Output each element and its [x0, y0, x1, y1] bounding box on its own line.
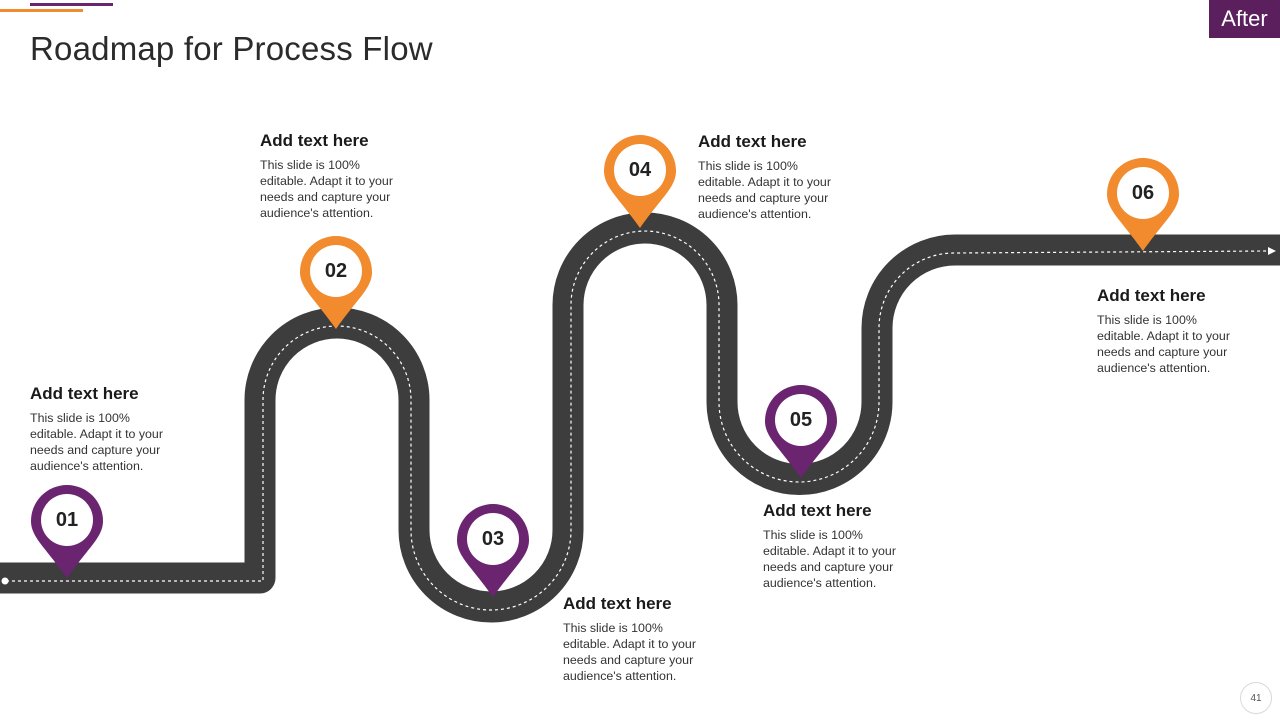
step-04-heading: Add text here	[698, 132, 807, 151]
step-02-pin: 02	[300, 236, 372, 332]
road-surface	[0, 212, 1280, 623]
step-04-number: 04	[628, 158, 652, 181]
step-03-number: 03	[481, 527, 505, 550]
step-02-text: Add text here This slide is 100% editabl…	[260, 131, 440, 221]
step-03-heading: Add text here	[563, 594, 672, 613]
map-pin-icon	[604, 135, 676, 228]
step-04-pin: 04	[604, 135, 676, 231]
step-01-body: This slide is 100% editable. Adapt it to…	[30, 411, 163, 473]
step-03-text: Add text here This slide is 100% editabl…	[563, 594, 743, 684]
step-01-heading: Add text here	[30, 384, 139, 403]
step-06-number: 06	[1131, 181, 1155, 204]
step-06-body: This slide is 100% editable. Adapt it to…	[1097, 313, 1230, 375]
step-06-pin: 06	[1107, 158, 1179, 254]
map-pin-icon	[765, 385, 837, 478]
road-start-dot	[1, 577, 9, 585]
step-06-text: Add text here This slide is 100% editabl…	[1097, 286, 1277, 376]
road-end-arrow-icon	[1268, 247, 1276, 255]
step-01-pin: 01	[31, 485, 103, 581]
step-02-number: 02	[324, 259, 348, 282]
step-05-heading: Add text here	[763, 501, 872, 520]
map-pin-icon	[31, 485, 103, 578]
step-01-text: Add text here This slide is 100% editabl…	[30, 384, 210, 474]
step-05-pin: 05	[765, 385, 837, 481]
step-04-text: Add text here This slide is 100% editabl…	[698, 132, 878, 222]
map-pin-icon	[457, 504, 529, 597]
step-02-heading: Add text here	[260, 131, 369, 150]
step-05-body: This slide is 100% editable. Adapt it to…	[763, 528, 896, 590]
step-03-body: This slide is 100% editable. Adapt it to…	[563, 621, 696, 683]
page-number: 41	[1240, 682, 1272, 714]
step-04-body: This slide is 100% editable. Adapt it to…	[698, 159, 831, 221]
step-02-body: This slide is 100% editable. Adapt it to…	[260, 158, 393, 220]
road-centerline	[6, 230, 1269, 611]
step-05-text: Add text here This slide is 100% editabl…	[763, 501, 943, 591]
step-06-heading: Add text here	[1097, 286, 1206, 305]
step-05-number: 05	[789, 408, 813, 431]
map-pin-icon	[300, 236, 372, 329]
step-03-pin: 03	[457, 504, 529, 600]
slide-title: Roadmap for Process Flow	[30, 30, 433, 67]
step-01-number: 01	[55, 508, 79, 531]
accent-bar-orange	[0, 9, 83, 12]
after-badge: After	[1209, 0, 1280, 38]
map-pin-icon	[1107, 158, 1179, 251]
accent-bar-purple	[30, 3, 113, 6]
